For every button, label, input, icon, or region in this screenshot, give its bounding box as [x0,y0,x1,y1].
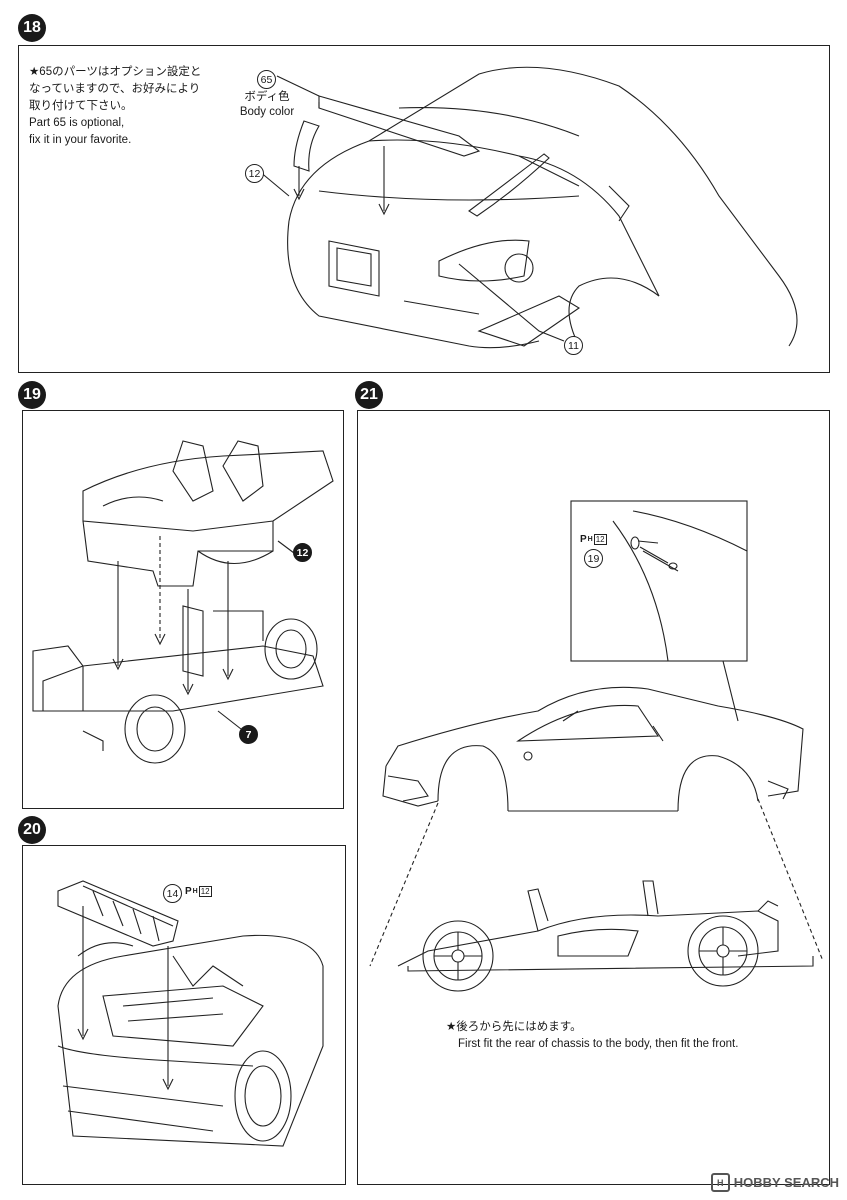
step-18-note-jp-3: 取り付けて下さい。 [29,100,133,112]
hobby-search-watermark: H HOBBY SEARCH [710,1173,839,1192]
step-21-drawing [369,500,824,992]
step-20-ph-letter: P [185,886,192,897]
step-18-note-en-1: Part 65 is optional, [29,117,125,129]
step-21-note-en: First fit the rear of chassis to the bod… [458,1038,739,1050]
part-19-number: 19 [587,552,600,565]
step-21-note-jp: ★後ろから先にはめます。 [446,1021,582,1033]
step-21-badge: 21 [355,381,383,409]
part-14-callout: 14 [163,884,182,903]
part-12-callout: 12 [245,164,264,183]
body-color-label: ボディ色 Body color [229,90,305,120]
step-19-badge: 19 [18,381,46,409]
part-12-number: 12 [248,167,261,180]
step-18-drawing [258,66,798,349]
step-21-note: ★後ろから先にはめます。 First fit the rear of chass… [446,1019,738,1053]
part-19-callout: 19 [584,549,603,568]
part-65-callout: 65 [257,70,276,89]
part-11-callout: 11 [564,336,583,355]
step-19-drawing [32,440,334,764]
hobby-search-text: HOBBY SEARCH [733,1175,839,1190]
step-18-note-en-2: fix it in your favorite. [29,134,132,146]
part-11-number: 11 [568,339,579,352]
step-18-number: 18 [23,19,41,36]
step-20-drawing [57,880,324,1147]
body-color-jp: ボディ色 [244,91,290,103]
part-12-number-step19: 12 [296,546,309,559]
part-65-number: 65 [260,73,273,86]
step-21-ph-sub: H [587,536,593,543]
part-7-number: 7 [245,728,252,741]
step-18-note-jp-1: ★65のパーツはオプション設定と [29,66,202,78]
step-18-badge: 18 [18,14,46,42]
step-21-ph-letter: P [580,534,587,545]
step-20-ph-sub: H [192,888,198,895]
step-21-number: 21 [360,386,378,403]
step-18-note: ★65のパーツはオプション設定と なっていますので、お好みにより 取り付けて下さ… [29,64,201,149]
part-14-number: 14 [166,887,179,900]
step-19-panel: 12 7 [22,410,344,809]
step-19-number: 19 [23,386,41,403]
step-20-ph-number: 12 [198,886,212,897]
part-12-callout-step19: 12 [293,543,312,562]
hobby-search-logo-icon: H [710,1173,730,1192]
step-18-note-jp-2: なっていますので、お好みにより [29,83,201,95]
part-7-callout: 7 [239,725,258,744]
step-18-panel: ★65のパーツはオプション設定と なっていますので、お好みにより 取り付けて下さ… [18,45,830,373]
body-color-en: Body color [239,106,295,118]
step-21-ph-number: 12 [593,534,607,545]
step-20-number: 20 [23,821,41,838]
step-20-badge: 20 [18,816,46,844]
